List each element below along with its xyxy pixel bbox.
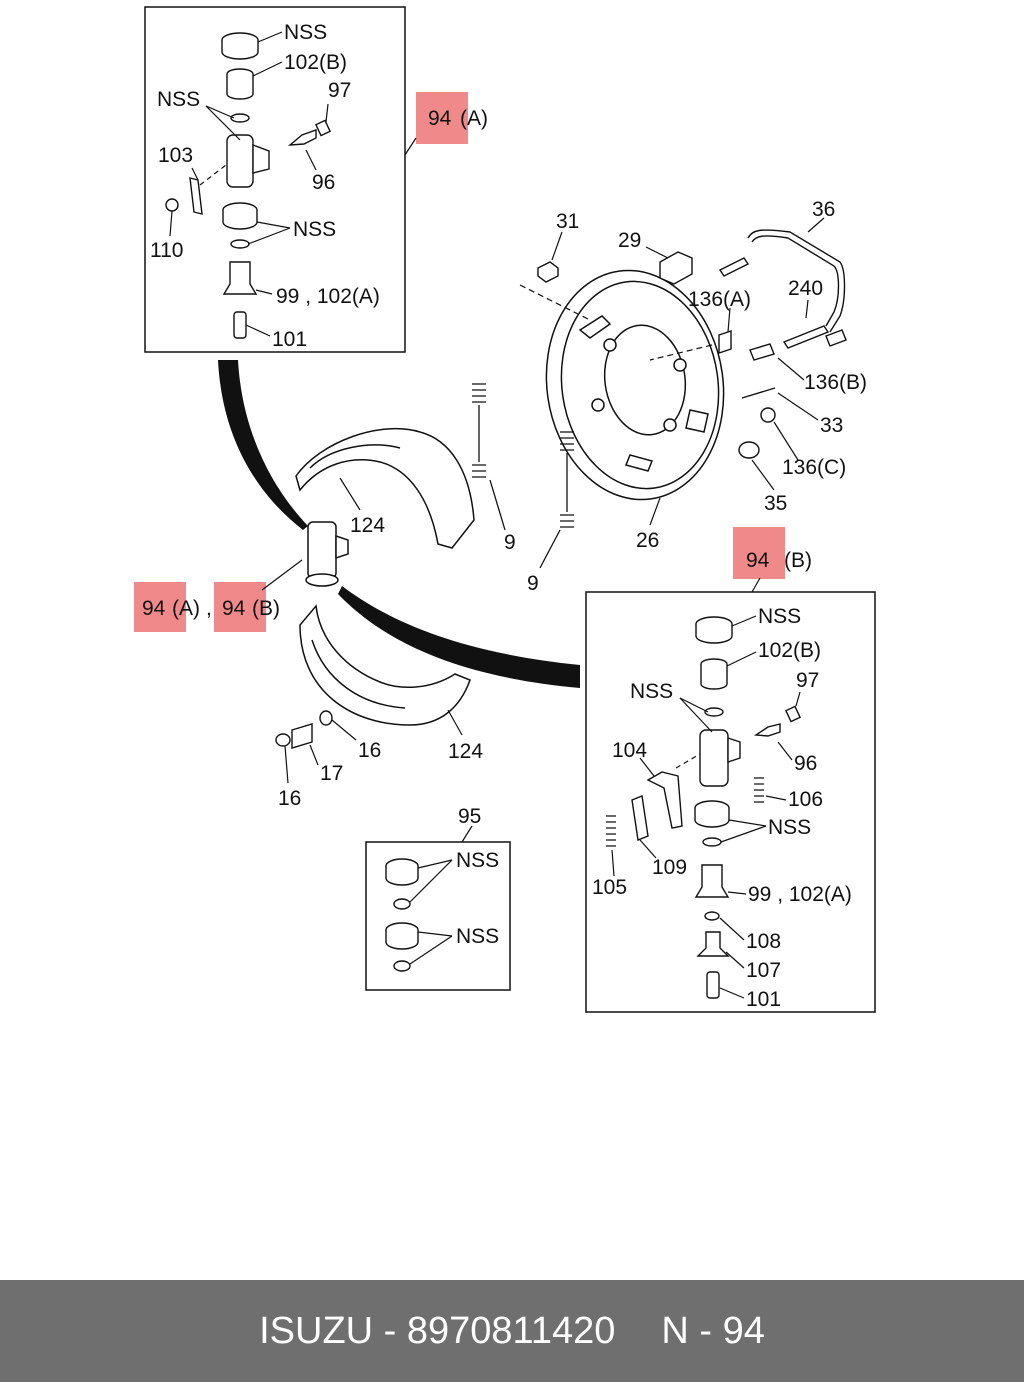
label-nss-kit-2: NSS — [456, 925, 499, 948]
leader-94b-right — [751, 577, 761, 593]
label-110: 110 — [150, 239, 183, 262]
connector-swoosh-top — [218, 360, 308, 530]
label-nss-1: NSS — [284, 21, 327, 44]
label-124-a: 124 — [350, 514, 385, 537]
leader-lines-plate — [551, 217, 825, 526]
label-33: 33 — [820, 414, 843, 437]
label-nss-b2: NSS — [630, 680, 673, 703]
leader-136a-dashed — [649, 344, 713, 361]
label-29: 29 — [618, 229, 641, 252]
wheel-cylinder-assembled — [305, 521, 349, 587]
label-16-a: 16 — [358, 739, 381, 762]
leader-94a-top — [404, 137, 417, 156]
footer-page-ref: N - 94 — [661, 1309, 765, 1352]
wheel-cylinder-b-exploded — [631, 616, 801, 999]
label-97-1: 97 — [328, 79, 351, 102]
leader-31-dashed — [519, 284, 591, 321]
brake-shoe-lower — [299, 604, 471, 726]
label-9-b: 9 — [527, 572, 539, 595]
label-nss-2: NSS — [157, 88, 200, 111]
highlight-94a-top — [416, 92, 468, 144]
label-108: 108 — [746, 930, 781, 953]
callout-94b-right: 94 — [746, 549, 770, 572]
label-240: 240 — [788, 277, 823, 300]
leader-124-b — [447, 709, 463, 736]
label-9-a: 9 — [504, 531, 516, 554]
label-35: 35 — [764, 492, 787, 515]
label-105: 105 — [592, 876, 627, 899]
leader-95 — [461, 825, 473, 843]
label-104: 104 — [612, 739, 647, 762]
footer-brand-part-number: ISUZU - 8970811420 — [259, 1309, 616, 1352]
label-136a: 136(A) — [688, 288, 751, 311]
label-97-2: 97 — [796, 669, 819, 692]
callout-94a-top: 94 — [428, 107, 452, 130]
detail-box-94b — [585, 591, 876, 1013]
label-136b: 136(B) — [804, 371, 867, 394]
label-124-b: 124 — [448, 740, 483, 763]
callout-94a-left-suffix: (A) — [172, 597, 200, 620]
label-109: 109 — [652, 856, 687, 879]
leader-94-left — [261, 559, 303, 591]
label-nss-b3: NSS — [768, 816, 811, 839]
parts-diagram: NSS 102(B) NSS 97 103 96 NSS 110 99 , 10… — [134, 6, 876, 1013]
leader-lines-adjuster — [284, 719, 357, 784]
label-16-b: 16 — [278, 787, 301, 810]
adjuster-parts — [275, 710, 333, 749]
brake-shoe-upper — [295, 428, 475, 549]
return-springs — [472, 383, 574, 569]
plate-hardware — [537, 229, 847, 459]
kit-box-95 — [365, 841, 511, 991]
callout-94a-top-suffix: (A) — [460, 107, 488, 130]
connector-swoosh-bottom — [338, 586, 580, 688]
callout-94b-left: 94 — [222, 597, 246, 620]
label-31: 31 — [556, 210, 579, 233]
wheel-cylinder-a-exploded — [165, 32, 331, 339]
leader-124-a — [339, 477, 361, 511]
label-nss-3: NSS — [293, 218, 336, 241]
label-99-102a-1: 99 , 102(A) — [276, 285, 380, 308]
footer-bar: ISUZU - 8970811420 N - 94 — [0, 1280, 1024, 1382]
label-nss-kit-1: NSS — [456, 849, 499, 872]
leader-lines-94b-box — [611, 615, 801, 999]
highlight-94a-left — [134, 582, 186, 632]
label-99-102a-2: 99 , 102(A) — [748, 883, 852, 906]
label-nss-b1: NSS — [758, 605, 801, 628]
leader-lines-94a-box — [169, 31, 329, 337]
callout-94b-left-suffix: (B) — [252, 597, 280, 620]
label-103: 103 — [158, 144, 193, 167]
label-96-2: 96 — [794, 752, 817, 775]
callout-94b-right-suffix: (B) — [784, 549, 812, 572]
label-26: 26 — [636, 529, 659, 552]
callout-94a-left: 94 — [142, 597, 166, 620]
springs-94b — [606, 777, 764, 847]
highlight-94b-right — [733, 527, 785, 579]
kit-seals — [385, 858, 419, 972]
detail-box-94a — [144, 6, 406, 353]
label-107: 107 — [746, 959, 781, 982]
label-102b-1: 102(B) — [284, 51, 347, 74]
label-95: 95 — [458, 805, 481, 828]
label-101-1: 101 — [272, 328, 307, 351]
callout-94-sep: , — [206, 597, 212, 620]
label-36: 36 — [812, 198, 835, 221]
label-96-1: 96 — [312, 171, 335, 194]
label-101-2: 101 — [746, 988, 781, 1011]
leader-lines-kit — [409, 859, 453, 965]
label-106: 106 — [788, 788, 823, 811]
highlight-94b-left — [214, 582, 266, 632]
backing-plate — [545, 269, 725, 501]
label-136c: 136(C) — [782, 456, 846, 479]
label-102b-2: 102(B) — [758, 639, 821, 662]
label-17: 17 — [320, 762, 343, 785]
